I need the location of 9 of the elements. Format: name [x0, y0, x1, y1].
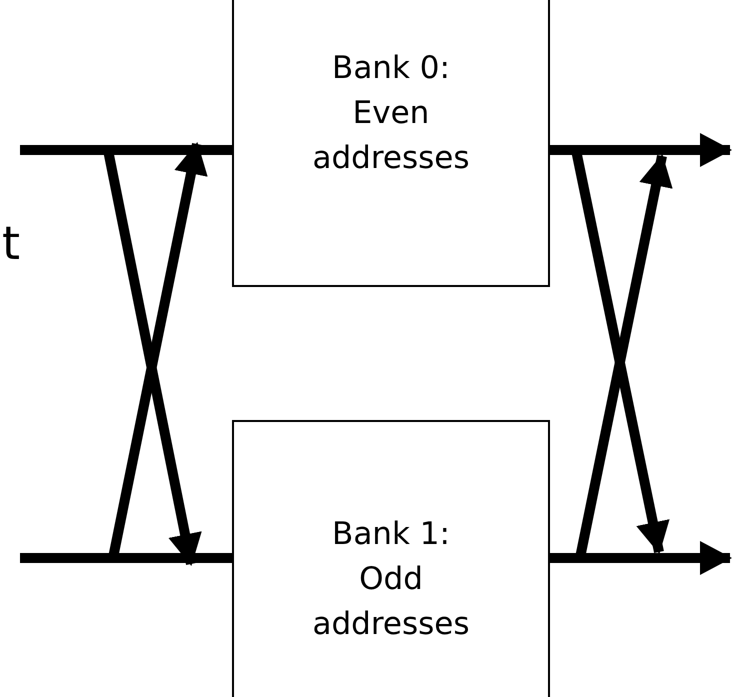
connector-line	[20, 145, 232, 155]
memory-bank-box	[232, 0, 550, 287]
bank-label: Bank 0: Even addresses	[311, 49, 470, 178]
arrow	[550, 541, 732, 575]
memory-bank-box	[232, 420, 550, 697]
arrow	[550, 133, 732, 167]
bank-label: Bank 1: Odd addresses	[311, 515, 470, 644]
connector-line	[20, 553, 232, 563]
text-fragment: t	[2, 220, 20, 266]
